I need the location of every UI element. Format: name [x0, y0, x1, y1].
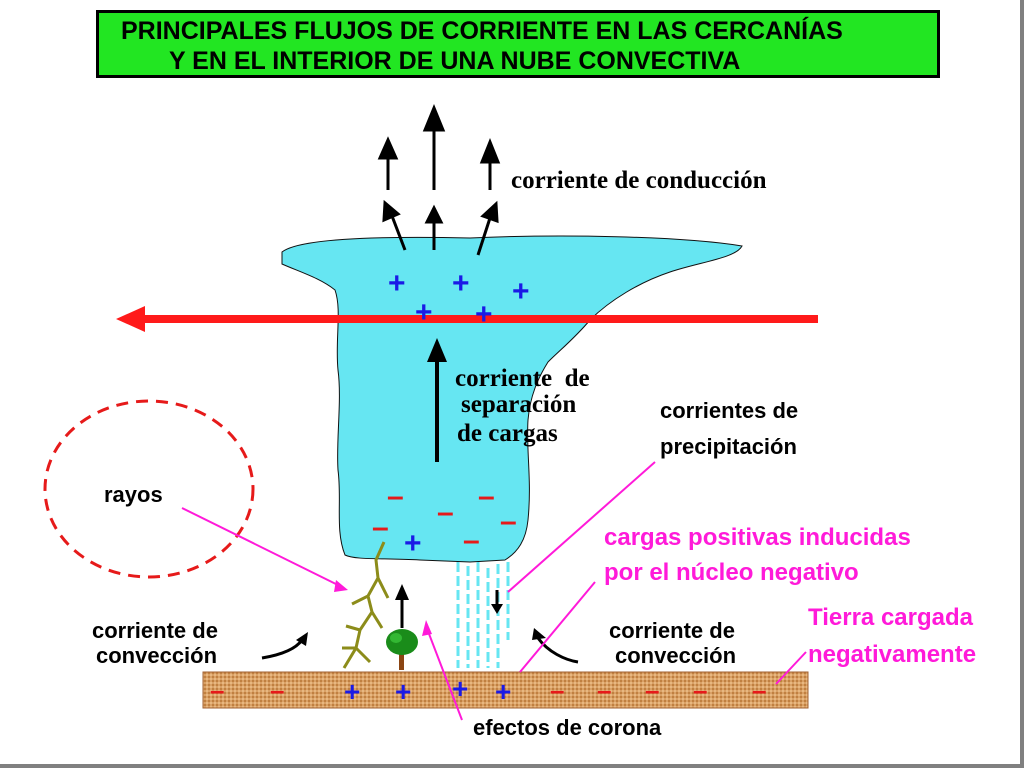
minus-charge: – — [387, 480, 404, 513]
label-corona-effects: efectos de corona — [473, 715, 662, 740]
minus-charge: – — [597, 675, 611, 705]
label-ground-charged-2: negativamente — [808, 641, 976, 668]
title-box: PRINCIPALES FLUJOS DE CORRIENTE EN LAS C… — [96, 10, 940, 78]
label-separation-3: de cargas — [457, 420, 558, 447]
label-ground-charged-1: Tierra cargada — [808, 604, 974, 631]
tree-icon — [386, 629, 418, 670]
rain-icon — [456, 562, 510, 668]
plus-charge: + — [404, 527, 422, 560]
minus-charge: – — [463, 524, 480, 557]
plus-charge: + — [344, 676, 360, 707]
plus-charge: + — [495, 676, 511, 707]
rays-pointer-head — [334, 580, 348, 592]
minus-charge: – — [372, 511, 389, 544]
title-line-2: Y EN EL INTERIOR DE UNA NUBE CONVECTIVA — [169, 47, 741, 75]
minus-charge: – — [478, 480, 495, 513]
label-convection-left-1: corriente de — [92, 618, 218, 643]
label-separation-1: corriente de — [455, 365, 590, 392]
plus-charge: + — [395, 676, 411, 707]
ground-positive-charges: + + + + — [344, 673, 511, 707]
charged-ground — [202, 671, 809, 709]
label-separation-2: separación — [461, 391, 576, 418]
label-convection-right-1: corriente de — [609, 618, 735, 643]
plus-charge: + — [452, 267, 470, 300]
corona-pointer-head — [422, 620, 432, 636]
precipitation-arrow — [491, 590, 503, 614]
plus-charge: + — [452, 673, 468, 704]
title-line-1: PRINCIPALES FLUJOS DE CORRIENTE EN LAS C… — [121, 17, 843, 45]
lightning-region-circle — [43, 399, 255, 579]
minus-charge: – — [270, 675, 284, 705]
label-conduction-current: corriente de conducción — [511, 167, 767, 194]
minus-charge: – — [752, 675, 766, 705]
label-rays: rayos — [104, 482, 163, 507]
lightning-icon — [342, 541, 390, 669]
minus-charge: – — [550, 675, 564, 705]
convection-up-arrow — [395, 584, 409, 628]
minus-charge: – — [210, 675, 224, 705]
minus-charge: – — [645, 675, 659, 705]
ground-negative-charges: – – – – – – – — [210, 675, 766, 705]
label-induced-charges-1: cargas positivas inducidas — [604, 524, 911, 551]
separation-arrow — [427, 338, 447, 462]
minus-charge: – — [500, 505, 517, 538]
plus-charge: + — [388, 267, 406, 300]
red-arrow — [116, 306, 818, 332]
minus-charge: – — [693, 675, 707, 705]
label-precipitation-1: corrientes de — [660, 398, 798, 423]
plus-charge: + — [512, 275, 530, 308]
label-convection-left-2: convección — [96, 643, 217, 668]
plus-charge: + — [475, 298, 493, 331]
convection-right-arrowhead — [532, 628, 546, 640]
label-precipitation-2: precipitación — [660, 434, 797, 459]
cloud-negative-charges: – – – – – – — [372, 480, 517, 557]
label-convection-right-2: convección — [615, 643, 736, 668]
minus-charge: – — [437, 496, 454, 529]
pointer-lines — [181, 461, 807, 721]
label-induced-charges-2: por el núcleo negativo — [604, 559, 859, 586]
convection-left-arrowhead — [296, 632, 308, 646]
conduction-arrows — [377, 104, 501, 256]
cloud-positive-charges: + + + + + + — [388, 267, 530, 560]
plus-charge: + — [415, 296, 433, 329]
